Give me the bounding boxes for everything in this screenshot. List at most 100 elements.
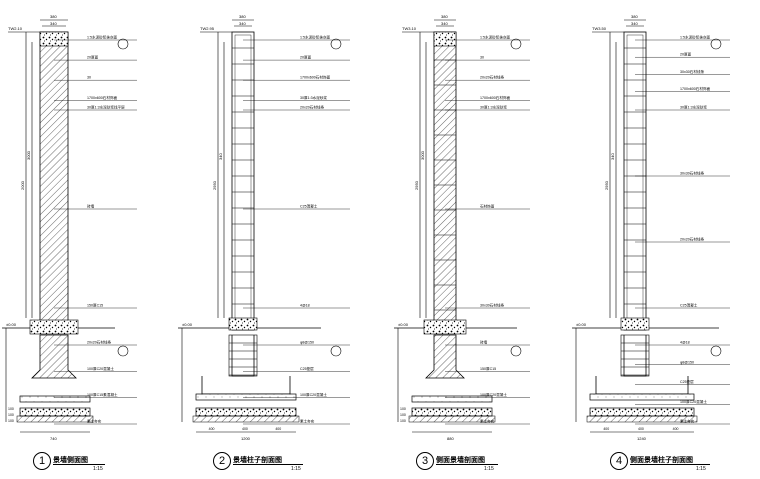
callout-text: 1700x600石材饰面: [87, 95, 118, 100]
drawing-scale: 1:15: [696, 466, 706, 472]
column-collar: [228, 317, 258, 331]
wall-plinth: [29, 319, 79, 335]
callout-text: 4@18: [680, 341, 690, 345]
column-body: [623, 31, 647, 331]
drawing-number-circle: 3: [416, 452, 434, 470]
callout-text: 30: [87, 76, 91, 80]
callout-text: 20厚面: [680, 52, 692, 57]
callout-text: 素土夯实: [300, 419, 315, 424]
dim-base-level: 100: [400, 419, 406, 423]
dim-base-part: 400: [275, 427, 281, 431]
callout-text: 20x20石材线条: [480, 75, 505, 80]
concrete-layer: [19, 395, 91, 403]
column-footing: [595, 376, 689, 395]
detail-bubble: [117, 345, 129, 357]
title-underline: [630, 464, 710, 465]
dim-base-level: 100: [400, 407, 406, 411]
wall-base: [425, 334, 465, 379]
callout-text: 30厚1:3水泥砂浆找平层: [87, 105, 125, 110]
detail-bubble: [710, 38, 722, 50]
callout-text: 30: [480, 56, 484, 60]
callout-text: 素土夯实: [680, 419, 695, 424]
title-underline: [233, 464, 303, 465]
detail-bubble: [117, 38, 129, 50]
callout-text: 1700x600石材饰面: [480, 95, 511, 100]
dim-base-level: 100: [8, 413, 14, 417]
callout-text: 1:5水泥砂浆抹灰面: [300, 35, 331, 40]
callout-text: 30厚1:3水泥砂浆: [680, 105, 707, 110]
callout-text: 30x30石材线条: [680, 171, 705, 176]
ground-level-label: ±0.00: [576, 322, 587, 327]
callout-text: 1700x600石材饰面: [300, 75, 331, 80]
detail-bubble: [510, 345, 522, 357]
dim-base-width: 740: [50, 436, 57, 441]
dim-base-width: 1200: [241, 436, 251, 441]
callout-text: 100厚C20混凝土: [300, 392, 327, 397]
callout-text: 30厚1:3水泥砂浆: [480, 105, 507, 110]
top-level-label: TW3.50: [592, 26, 607, 31]
callout-text: C25垫层: [680, 379, 694, 384]
column-stem: [231, 335, 255, 377]
callout-text: 1:5水泥砂浆抹灰面: [87, 35, 118, 40]
dim-height-inner: 3000: [26, 150, 31, 160]
dim-top-total: 380: [631, 14, 638, 19]
dim-base-width: 1240: [637, 436, 647, 441]
wall-body: [39, 31, 69, 331]
callout-text: 100厚C20混凝土: [87, 366, 114, 371]
dim-top-inner: 340: [441, 21, 448, 26]
gravel-layer: [195, 407, 297, 417]
top-level-label: TW2.10: [8, 26, 23, 31]
callout-text: 30x30石材线条: [680, 69, 705, 74]
callout-text: 石材饰面: [480, 204, 495, 209]
callout-text: 砖墙: [480, 340, 488, 345]
concrete-layer: [195, 393, 297, 401]
callout-text: 30厚1:3水泥砂浆: [300, 95, 327, 100]
callout-text: 砖墙: [87, 204, 95, 209]
dim-base-level: 100: [8, 407, 14, 411]
concrete-layer: [589, 393, 695, 401]
column-footing: [201, 376, 291, 395]
gravel-layer: [19, 407, 91, 417]
dim-top-inner: 340: [239, 21, 246, 26]
drawing-number-circle: 4: [610, 452, 628, 470]
callout-text: 150厚C15: [480, 366, 496, 371]
column-collar: [620, 317, 650, 331]
callout-text: 20x20石材线条: [680, 237, 705, 242]
wall-base: [31, 334, 77, 379]
drawing-number-circle: 2: [213, 452, 231, 470]
concrete-layer: [411, 395, 493, 403]
detail-bubble: [330, 345, 342, 357]
column-body: [231, 31, 255, 331]
ground-level-label: ±0.00: [6, 322, 17, 327]
dim-height: 2950: [604, 180, 609, 190]
drawing-caption-1: 1 景墙侧面图 1:15: [33, 452, 143, 476]
soil-layer: [586, 415, 698, 423]
dim-base-part: 400: [603, 427, 609, 431]
ground-level-label: ±0.00: [182, 322, 193, 327]
gravel-layer: [589, 407, 695, 417]
dim-top-inner: 340: [50, 21, 57, 26]
dim-top-total: 380: [50, 14, 57, 19]
soil-layer: [192, 415, 300, 423]
section-3: ±0.00TW3.10380340295030008801001001001:5…: [394, 14, 530, 441]
callout-text: 1:5水泥砂浆抹灰面: [480, 35, 511, 40]
dim-top-inner: 340: [631, 21, 638, 26]
section-1: ±0.00TW2.10380340200030007401001001001:5…: [2, 14, 137, 441]
callout-text: 150厚C15: [87, 303, 103, 308]
dim-height-inner: 340: [610, 153, 615, 160]
drawing-scale: 1:15: [484, 466, 494, 472]
dim-base-level: 100: [400, 413, 406, 417]
column-stem-outer: [620, 334, 650, 377]
dim-height: 2950: [414, 180, 419, 190]
callout-text: φ8@150: [300, 341, 314, 345]
title-underline: [436, 464, 498, 465]
callout-text: 1700x600石材饰面: [680, 86, 711, 91]
drawing-title: 侧面景墙柱子剖面图: [630, 457, 693, 464]
dim-top-total: 380: [441, 14, 448, 19]
gravel-layer: [411, 407, 493, 417]
detail-bubble: [710, 345, 722, 357]
dim-base-level: 100: [8, 419, 14, 423]
callout-text: 30x30石材线条: [480, 303, 505, 308]
